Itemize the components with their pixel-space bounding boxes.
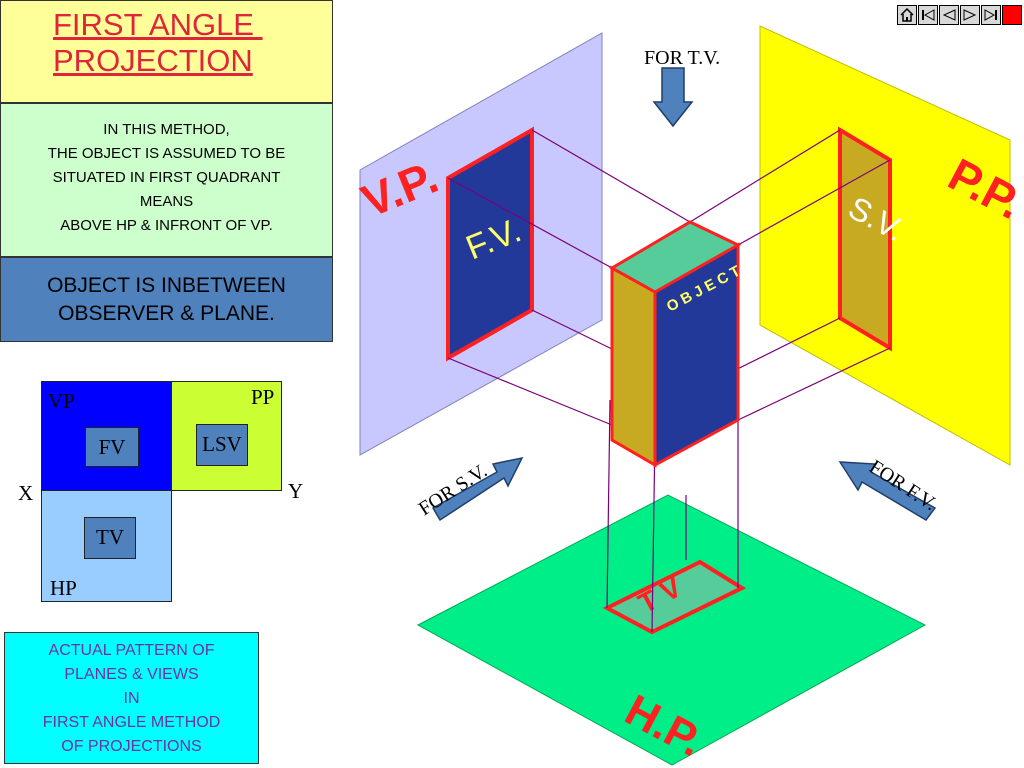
- title-line-1: FIRST ANGLE: [53, 7, 263, 42]
- stop-icon[interactable]: [1002, 5, 1022, 25]
- fv-box: FV: [85, 427, 139, 467]
- object-note-panel: OBJECT IS INBETWEEN OBSERVER & PLANE.: [0, 257, 333, 342]
- prev-icon[interactable]: [939, 5, 959, 25]
- fv-direction-arrow: [838, 461, 937, 521]
- first-icon[interactable]: [918, 5, 938, 25]
- hp-label: HP: [50, 576, 77, 600]
- title-panel: FIRST ANGLE PROJECTION: [0, 0, 333, 103]
- y-label: Y: [288, 479, 304, 503]
- pp-label: PP: [251, 385, 275, 409]
- tv-direction-arrow: [652, 67, 694, 128]
- pattern-line: PLANES & VIEWS: [64, 666, 199, 683]
- slide-navigation: [897, 5, 1023, 25]
- for-tv-label: FOR T.V.: [644, 47, 720, 69]
- object-top-face: [608, 220, 742, 294]
- pattern-line: FIRST ANGLE METHOD: [42, 714, 221, 731]
- method-line: SITUATED IN FIRST QUADRANT: [52, 169, 281, 186]
- method-line: ABOVE HP & INFRONT OF VP.: [60, 217, 273, 234]
- object-note-line: OBJECT IS INBETWEEN: [47, 274, 286, 297]
- x-label: X: [18, 481, 34, 505]
- title-line-2: PROJECTION: [53, 43, 253, 78]
- pattern-line: ACTUAL PATTERN OF: [48, 642, 215, 659]
- lsv-box: LSV: [196, 424, 248, 466]
- top-view: [602, 559, 747, 635]
- pattern-line: IN: [123, 690, 140, 707]
- page-title: FIRST ANGLE PROJECTION: [53, 7, 263, 79]
- method-panel: IN THIS METHOD, THE OBJECT IS ASSUMED TO…: [0, 103, 333, 257]
- tv-box: TV: [84, 517, 136, 559]
- pattern-panel: ACTUAL PATTERN OF PLANES & VIEWS IN FIRS…: [4, 632, 259, 764]
- method-line: THE OBJECT IS ASSUMED TO BE: [47, 145, 286, 162]
- sv-direction-arrow: [431, 456, 524, 522]
- method-line: IN THIS METHOD,: [103, 121, 230, 138]
- method-line: MEANS: [139, 193, 194, 210]
- last-icon[interactable]: [981, 5, 1001, 25]
- home-icon[interactable]: [897, 5, 917, 25]
- pattern-line: OF PROJECTIONS: [61, 738, 202, 755]
- horizontal-plane: [416, 494, 927, 766]
- vp-label: VP: [48, 389, 75, 413]
- next-icon[interactable]: [960, 5, 980, 25]
- object-left-face: [610, 265, 657, 468]
- object-note-line: OBSERVER & PLANE.: [58, 302, 275, 325]
- projector-lines: [447, 129, 891, 633]
